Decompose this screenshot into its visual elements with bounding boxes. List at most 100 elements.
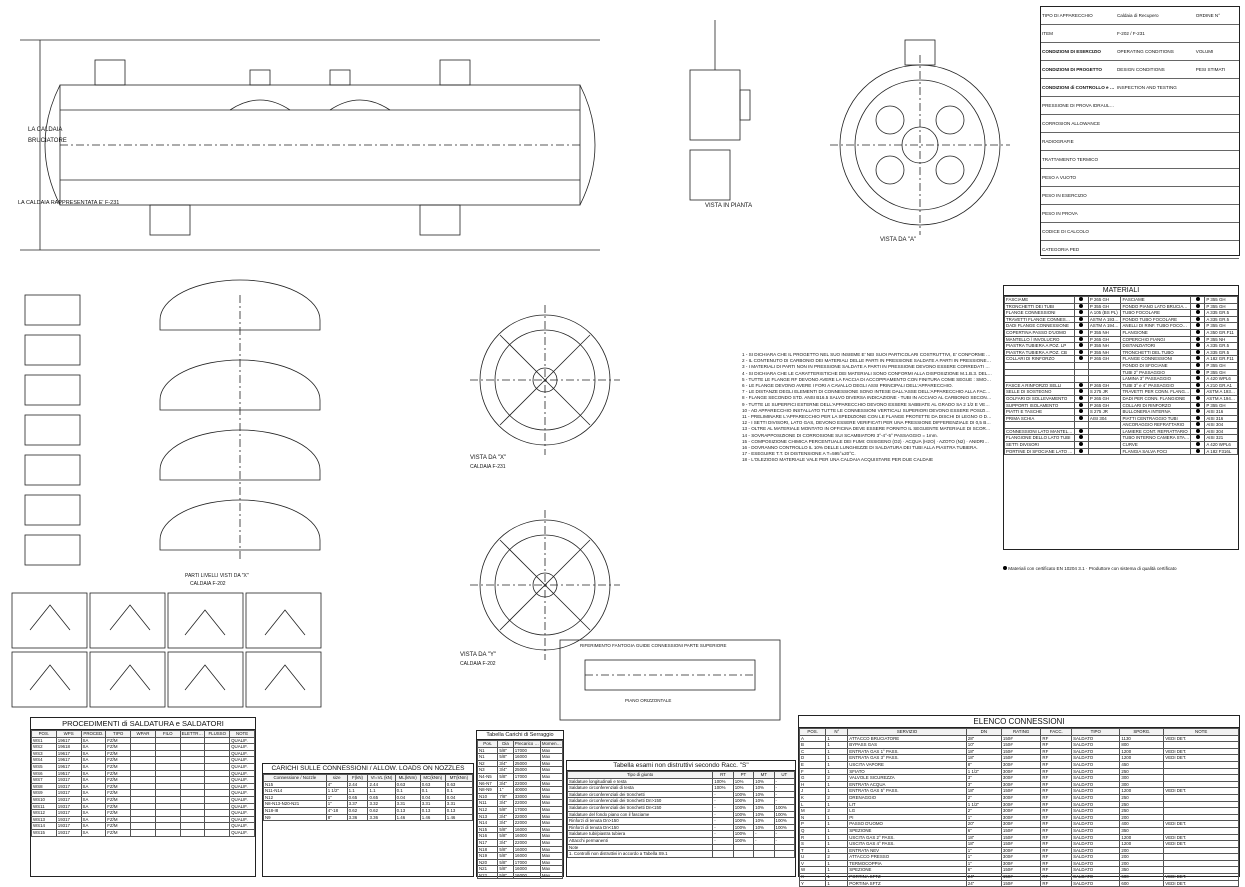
materials-cell: AISI 316: [1204, 408, 1238, 416]
welding-cell: SA: [80, 776, 107, 784]
connections-cell: VEDI DET.: [1163, 787, 1239, 795]
connections-cell: SALDATO: [1071, 780, 1121, 789]
connections-cell: 200: [1119, 859, 1165, 868]
connections-cell: 1200: [1119, 833, 1165, 842]
materials-cell: ASTM A 193 B7: [1087, 315, 1122, 324]
materials-cell: P 265 GH: [1087, 296, 1122, 304]
note-item: 18 - L'OLEZIOSO MATERIALE VALE PER UNA C…: [742, 457, 934, 463]
welding-cell: [130, 809, 156, 817]
welding-cell: WS9: [31, 789, 57, 797]
welding-cell: WS10: [31, 795, 57, 804]
materials-cell: COLLARI DI RINFORZO: [1004, 355, 1075, 363]
connections-cell: 150#: [1000, 879, 1042, 887]
marker-cell: [1190, 447, 1206, 456]
marker-cell: [1190, 427, 1206, 436]
connections-cell: 18": [965, 833, 1002, 842]
welding-cell: [204, 736, 231, 745]
nozzle-loads-cell: 1 1/2": [325, 787, 348, 795]
welding-cell: [204, 782, 231, 791]
materials-cell: P 265 GH: [1087, 394, 1122, 403]
materials-cell: [1004, 375, 1075, 383]
welding-cell: FZ/M: [105, 762, 132, 771]
bolt-cell: N2: [476, 759, 499, 768]
title-block-cell: TIPO DI APPARECCHIO: [1042, 13, 1093, 18]
materials-cell: A 182 F316L: [1204, 447, 1238, 456]
welding-cell: FZ/M: [105, 749, 132, 758]
table-row: Rinforzi di tenuta Dn>150-100%10%100%: [566, 817, 796, 825]
welding-procedures-grid: POS.WPSPROCED.TIPOWPARFILOELETTRODOFLUSS…: [31, 730, 255, 837]
marker-cell: [1190, 414, 1206, 423]
welding-cell: WS7: [31, 776, 57, 784]
title-block-cell: [1195, 241, 1239, 258]
marker-dot-icon: [1195, 376, 1200, 381]
connections-cell: RF: [1040, 859, 1073, 868]
title-block-cell: [1195, 79, 1239, 96]
marker-cell: [1073, 361, 1089, 370]
materials-cell: FLANGE CONNESSIONI: [1120, 355, 1192, 363]
connections-cell: T: [798, 846, 827, 855]
bullet-icon: [1003, 566, 1007, 570]
connections-cell: [1163, 853, 1239, 861]
nozzle-loads-cell: 0.63: [444, 780, 474, 789]
materials-cell: P 265 GH: [1087, 381, 1122, 390]
welding-cell: SA: [80, 789, 107, 797]
bolt-cell: N17: [476, 838, 499, 847]
boiler-top-reference: [559, 639, 781, 721]
welding-cell: WS2: [31, 743, 57, 751]
bolt-cell: 22000: [512, 838, 541, 847]
title-block-cell: [1195, 169, 1239, 186]
marker-cell: [1073, 309, 1089, 317]
marker-dot-icon: [1079, 343, 1084, 348]
welding-cell: [154, 815, 181, 824]
connections-cell: DRENAGGIO: [847, 793, 967, 802]
nozzle-loads-cell: 3.36: [346, 813, 369, 822]
nozzle-loads-cell: 0.13: [419, 806, 446, 815]
welding-cell: [179, 762, 206, 771]
connections-cell: SALDATO: [1071, 866, 1121, 875]
connections-header: RATING: [1000, 728, 1042, 736]
connections-cell: 1: [825, 760, 849, 769]
ndt-cell: 10%: [732, 777, 755, 786]
label-caldaia-x: CALDAIA F-231: [470, 464, 506, 470]
connections-cell: 150#: [1000, 734, 1042, 743]
connections-cell: SALDATO: [1071, 793, 1121, 802]
welding-cell: SA: [80, 769, 107, 778]
connections-cell: A: [798, 734, 827, 743]
nozzle-loads-cell: 0.04: [419, 793, 446, 802]
welding-cell: QUALIF.: [229, 809, 255, 817]
bolt-cell: 16000: [512, 753, 541, 761]
nozzle-loads-cell: 3.32: [367, 800, 396, 808]
welding-header: PROCED.: [80, 730, 107, 738]
detail-sketch-top: [689, 20, 751, 141]
materials-cell: FLANGIA SALVA FOCI: [1120, 447, 1192, 456]
connections-cell: 1: [825, 741, 849, 749]
connections-cell: V: [798, 859, 827, 868]
welding-cell: 19517: [55, 769, 82, 778]
title-block-cell: PESI STIMATI: [1195, 67, 1226, 72]
title-block-cell: [1116, 133, 1195, 150]
materials-cell: COPERTINA PASSO D'UOMO: [1004, 328, 1075, 337]
connections-cell: ENTRATA NEV: [847, 846, 967, 855]
nozzle-loads-cell: N8-N13-N20-N21: [263, 800, 327, 808]
marker-cell: [1073, 342, 1089, 350]
marker-dot-icon: [1195, 323, 1200, 328]
materials-cell: A 420 WPL6: [1204, 375, 1238, 383]
connections-cell: [1163, 866, 1239, 875]
weld-detail-grid: [11, 592, 322, 708]
marker-cell: [1190, 342, 1206, 350]
welding-cell: QUALIF.: [229, 802, 255, 811]
label-caldaia-y: CALDAIA F-202: [460, 661, 496, 667]
materials-cell: ASTM A 194 2H: [1204, 394, 1238, 403]
marker-cell: [1073, 414, 1089, 423]
welding-cell: [154, 769, 181, 778]
connections-cell: 2: [825, 774, 849, 782]
